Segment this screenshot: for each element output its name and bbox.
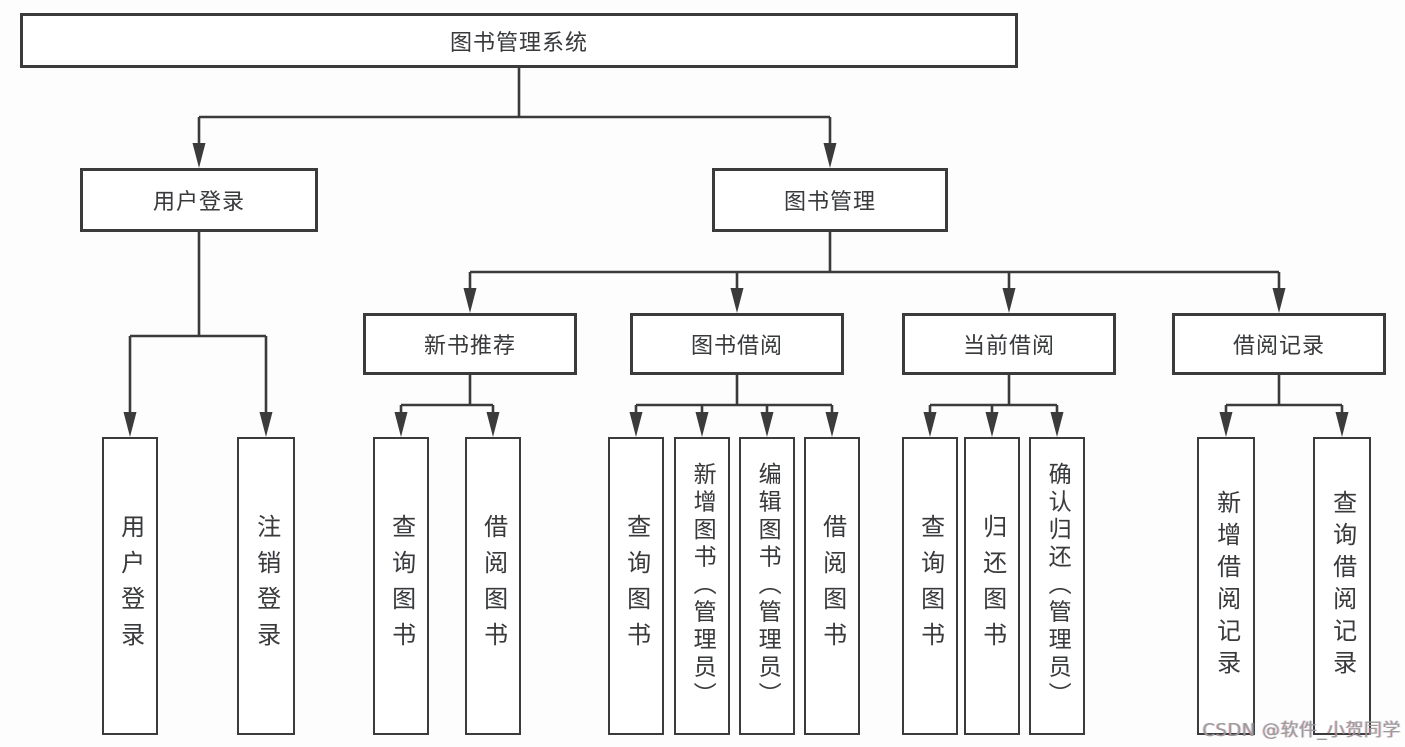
arrowhead: [1335, 412, 1349, 437]
node-borrow-records: 借阅记录: [1172, 313, 1386, 375]
leaf-borrow-query-books: 查询图书: [608, 437, 664, 735]
leaf-current-query-books: 查询图书: [902, 437, 958, 735]
arrowhead: [123, 412, 137, 437]
leaf-label: 查询图书: [916, 514, 945, 658]
leaf-edit-books-admin: 编辑图书（管理员）: [739, 437, 795, 735]
arrowhead: [394, 412, 408, 437]
arrowhead: [259, 412, 273, 437]
arrowhead: [760, 412, 774, 437]
leaf-label: 注销登录: [252, 514, 281, 658]
leaf-label: 新增借阅记录: [1212, 490, 1241, 682]
arrowhead: [823, 143, 837, 168]
arrowhead-group: [123, 143, 1349, 437]
arrowhead: [1050, 412, 1064, 437]
node-new-books: 新书推荐: [363, 313, 577, 375]
arrowhead: [695, 412, 709, 437]
arrowhead: [463, 288, 477, 313]
node-book-borrow: 图书借阅: [630, 313, 844, 375]
leaf-borrow-books: 借阅图书: [804, 437, 860, 735]
leaf-label: 借阅图书: [479, 514, 508, 658]
leaf-user-login: 用户登录: [102, 437, 158, 735]
leaf-return-books: 归还图书: [964, 437, 1020, 735]
leaf-confirm-return-admin: 确认归还（管理员）: [1029, 437, 1085, 735]
leaf-label: 用户登录: [116, 514, 145, 658]
leaf-newbooks-borrow-books: 借阅图书: [465, 437, 521, 735]
leaf-add-borrow-record: 新增借阅记录: [1197, 437, 1255, 735]
leaf-label: 归还图书: [978, 514, 1007, 658]
leaf-newbooks-query-books: 查询图书: [373, 437, 429, 735]
arrowhead: [192, 143, 206, 168]
leaf-add-books-admin: 新增图书（管理员）: [674, 437, 730, 735]
leaf-label: 借阅图书: [818, 514, 847, 658]
arrowhead: [1219, 412, 1233, 437]
leaf-query-borrow-record: 查询借阅记录: [1313, 437, 1371, 735]
node-root: 图书管理系统: [20, 13, 1018, 68]
arrowhead: [730, 288, 744, 313]
csdn-watermark: CSDN @软件_小贺同学: [1202, 720, 1401, 741]
node-current-borrow: 当前借阅: [902, 313, 1116, 375]
arrowhead: [486, 412, 500, 437]
leaf-label: 查询借阅记录: [1328, 490, 1357, 682]
leaf-label: 编辑图书（管理员）: [754, 462, 781, 710]
arrowhead: [629, 412, 643, 437]
arrowhead: [825, 412, 839, 437]
leaf-label: 查询图书: [622, 514, 651, 658]
leaf-label: 确认归还（管理员）: [1044, 462, 1071, 710]
leaf-logout: 注销登录: [237, 437, 295, 735]
node-book-management: 图书管理: [712, 168, 948, 232]
arrowhead: [923, 412, 937, 437]
leaf-label: 新增图书（管理员）: [689, 462, 716, 710]
leaf-label: 查询图书: [387, 514, 416, 658]
node-user-login: 用户登录: [80, 168, 318, 232]
arrowhead: [1272, 288, 1286, 313]
arrowhead: [985, 412, 999, 437]
arrowhead: [1002, 288, 1016, 313]
